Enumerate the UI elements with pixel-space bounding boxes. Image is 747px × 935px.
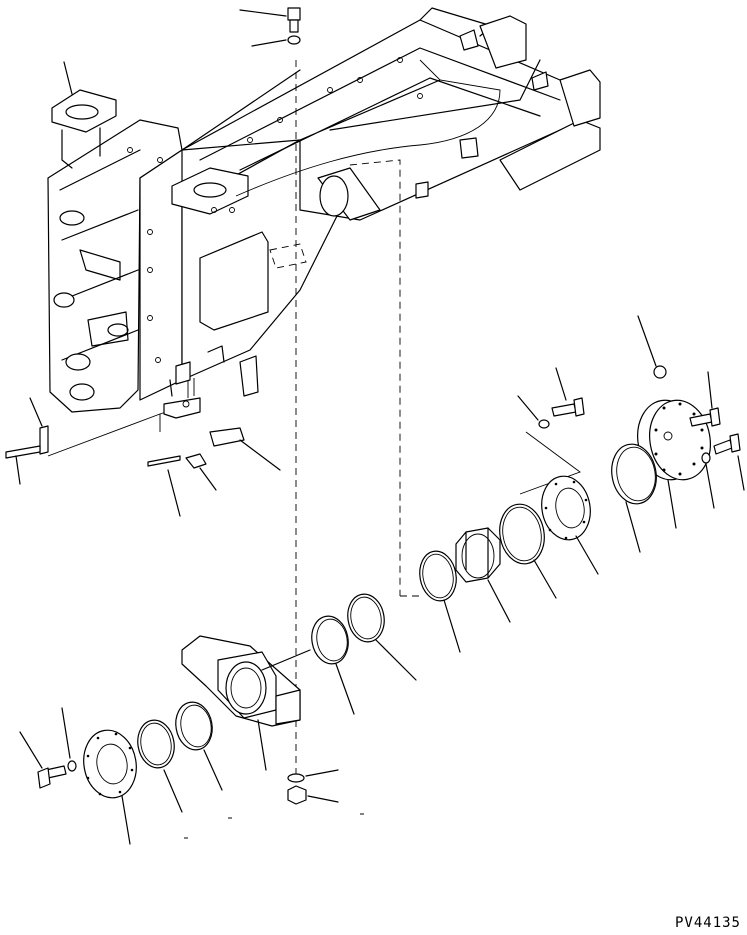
link-plate: [210, 428, 280, 470]
ring-left-b: [134, 717, 182, 812]
snap-ring-right: [607, 441, 661, 552]
main-frame: [48, 8, 600, 776]
cover-plate-left: [78, 726, 141, 844]
plate-pin: [148, 456, 180, 516]
vertical-rod: [188, 378, 194, 398]
bracket-line-right: [520, 432, 580, 494]
ring-seal-right: [416, 548, 460, 652]
bottom-washer: [288, 770, 338, 782]
right-bolt-small: [518, 368, 584, 428]
small-stopper: [186, 454, 216, 490]
leader-top-mount: [64, 62, 72, 94]
ring-left-a: [172, 699, 222, 790]
eye-bolt: [638, 316, 666, 378]
spacer-plate: [537, 472, 598, 574]
ring-pair-a: [308, 613, 354, 714]
thrust-washer: [495, 501, 556, 598]
cover-bolt-lower: [702, 434, 744, 508]
dashed-tick-marks: [184, 814, 364, 838]
left-bolt: [20, 708, 76, 788]
cover-bolt-top: [690, 372, 720, 426]
axle-support-bracket: [182, 636, 310, 770]
lock-pin: [6, 398, 48, 484]
bottom-nut: [288, 786, 338, 804]
hex-bushing: [456, 528, 510, 622]
drawing-number: PV44135: [674, 915, 741, 931]
ring-pair-b: [344, 591, 416, 680]
top-washer: [252, 36, 300, 46]
vertical-bolt: [240, 8, 300, 32]
hinge-plate: [164, 380, 200, 418]
